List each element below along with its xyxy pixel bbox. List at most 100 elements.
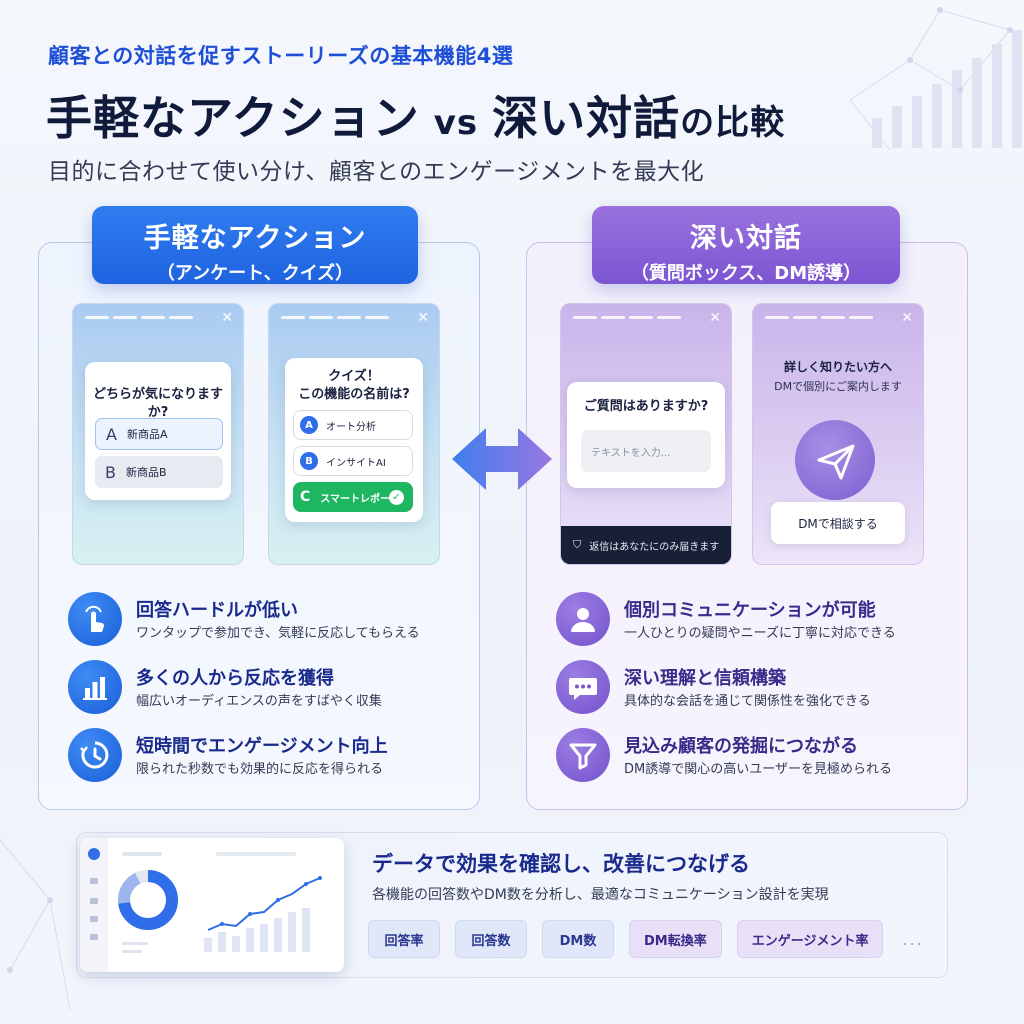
feature-title: 見込み顧客の発掘につながる <box>624 736 858 757</box>
person-icon <box>556 592 610 646</box>
feature-title: 個別コミュニケーションが可能 <box>624 600 876 621</box>
feature-many-responses: 多くの人から反応を獲得 幅広いオーディエンスの声をすばやく収集 <box>68 658 488 718</box>
poll-option-b[interactable]: B 新商品B <box>95 456 223 488</box>
quiz-card: クイズ！ この機能の名前は? A オート分析 B インサイトAI C スマートレ… <box>285 358 423 522</box>
right-title: 深い対話 <box>690 223 802 254</box>
feature-title: 深い理解と信頼構築 <box>624 668 786 689</box>
network-decoration-left <box>0 839 71 1011</box>
more-icon: ... <box>902 929 924 949</box>
left-subtitle: （アンケート、クイズ） <box>156 263 354 284</box>
privacy-notice-text: 返信はあなたにのみ届きます <box>589 541 720 553</box>
analytics-desc: 各機能の回答数やDM数を分析し、最適なコミュニケーション設計を実現 <box>372 887 829 903</box>
feature-deep-trust: 深い理解と信頼構築 具体的な会話を通じて関係性を強化できる <box>556 658 976 718</box>
question-box-prompt: ご質問はありますか? <box>583 399 709 414</box>
quiz-option-a[interactable]: A オート分析 <box>293 410 413 440</box>
feature-title: 多くの人から反応を獲得 <box>136 668 334 689</box>
close-icon[interactable]: ✕ <box>709 310 721 326</box>
quiz-option-label: インサイトAI <box>326 457 386 469</box>
feature-desc: 幅広いオーディエンスの声をすばやく収集 <box>136 694 382 709</box>
eyebrow-text: 顧客との対話を促すストーリーズの基本機能4選 <box>48 44 514 68</box>
poll-option-letter: B <box>105 462 116 482</box>
question-text-input[interactable]: テキストを入力... <box>581 430 711 472</box>
feature-desc: ワンタップで参加でき、気軽に反応してもらえる <box>136 626 420 641</box>
story-progress-bars <box>85 316 193 319</box>
close-icon[interactable]: ✕ <box>901 310 913 326</box>
right-subtitle: （質問ボックス、DM誘導） <box>630 263 862 284</box>
poll-option-label: 新商品A <box>126 428 168 441</box>
feature-title: 短時間でエンゲージメント向上 <box>136 736 388 757</box>
page-subtitle: 目的に合わせて使い分け、顧客とのエンゲージメントを最大化 <box>48 159 705 185</box>
clock-icon <box>68 728 122 782</box>
sidebar-icon <box>90 878 98 884</box>
quiz-story-preview: ✕ クイズ！ この機能の名前は? A オート分析 B インサイトAI C スマー… <box>268 303 440 565</box>
feature-desc: 限られた秒数でも効果的に反応を得られる <box>136 762 384 777</box>
feature-prospect-discovery: 見込み顧客の発掘につながる DM誘導で関心の高いユーザーを見極められる <box>556 726 976 786</box>
feature-desc: 具体的な会話を通じて関係性を強化できる <box>624 694 871 709</box>
poll-story-preview: ✕ どちらが気になりますか? A 新商品A B 新商品B <box>72 303 244 565</box>
question-box-story-preview: ✕ ご質問はありますか? テキストを入力... ⛉ 返信はあなたにのみ届きます <box>560 303 732 565</box>
sidebar-icon <box>90 934 98 940</box>
dm-story-preview: ✕ 詳しく知りたい方へ DMで個別にご案内します DMで相談する <box>752 303 924 565</box>
feature-desc: DM誘導で関心の高いユーザーを見極められる <box>624 762 892 777</box>
poll-option-a[interactable]: A 新商品A <box>95 418 223 450</box>
metric-chip-dm-count[interactable]: DM数 <box>542 920 614 958</box>
story-progress-bars <box>281 316 389 319</box>
poll-option-letter: A <box>106 424 117 444</box>
quiz-option-label: スマートレポート <box>320 493 400 505</box>
page-title: 手軽なアクション vs 深い対話の比較 <box>46 82 785 148</box>
headline-vs: vs <box>433 103 479 143</box>
dm-consult-button[interactable]: DMで相談する <box>771 502 905 544</box>
metric-chip-dm-conversion[interactable]: DM転換率 <box>629 920 722 958</box>
dashboard-illustration <box>80 838 344 972</box>
metric-chips: 回答率 回答数 DM数 DM転換率 エンゲージメント率 ... <box>368 920 924 958</box>
sidebar-icon <box>90 898 98 904</box>
metric-chip-engagement-rate[interactable]: エンゲージメント率 <box>736 920 884 958</box>
dm-heading: 詳しく知りたい方へ <box>783 360 892 374</box>
quiz-question-line1: クイズ！ <box>328 369 380 384</box>
quiz-question-line2: この機能の名前は? <box>298 387 410 402</box>
dm-subheading: DMで個別にご案内します <box>774 380 902 393</box>
story-progress-bars <box>573 316 681 319</box>
headline-part-b: 深い対話 <box>492 91 681 145</box>
left-title: 手軽なアクション <box>143 223 367 254</box>
analytics-title: データで効果を確認し、改善につなげる <box>372 852 750 876</box>
right-panel-title: 深い対話 （質問ボックス、DM誘導） <box>592 206 900 284</box>
feature-individual-communication: 個別コミュニケーションが可能 一人ひとりの疑問やニーズに丁寧に対応できる <box>556 590 976 650</box>
quiz-option-label: オート分析 <box>326 421 376 433</box>
bar-chart-icon <box>68 660 122 714</box>
close-icon[interactable]: ✕ <box>221 310 233 326</box>
funnel-icon <box>556 728 610 782</box>
sidebar-icon <box>90 916 98 922</box>
privacy-notice-bar: ⛉ 返信はあなたにのみ届きます <box>561 526 731 564</box>
chat-bubble-icon <box>556 660 610 714</box>
left-panel-title: 手軽なアクション （アンケート、クイズ） <box>92 206 418 284</box>
metric-chip-response-count[interactable]: 回答数 <box>455 920 527 958</box>
quiz-option-letter: B <box>300 452 318 470</box>
headline-part-a: 手軽なアクション <box>46 91 420 145</box>
quiz-option-letter: A <box>300 416 318 434</box>
headline-suffix: の比較 <box>680 103 786 143</box>
tap-hand-icon <box>68 592 122 646</box>
story-progress-bars <box>765 316 873 319</box>
question-box-card: ご質問はありますか? テキストを入力... <box>567 382 725 488</box>
feature-title: 回答ハードルが低い <box>136 600 298 621</box>
feature-short-time: 短時間でエンゲージメント向上 限られた秒数でも効果的に反応を得られる <box>68 726 488 786</box>
quiz-option-c-correct[interactable]: C スマートレポート ✓ <box>293 482 413 512</box>
poll-option-label: 新商品B <box>125 466 167 479</box>
send-icon <box>795 420 875 500</box>
poll-question: どちらが気になりますか? <box>92 387 223 420</box>
dashboard-charts <box>118 852 322 953</box>
quiz-option-letter: C <box>300 489 311 505</box>
metric-chip-response-rate[interactable]: 回答率 <box>368 920 440 958</box>
network-decoration <box>849 7 1022 151</box>
dashboard-sidebar <box>80 838 108 972</box>
shield-icon: ⛉ <box>573 538 582 551</box>
feature-desc: 一人ひとりの疑問やニーズに丁寧に対応できる <box>624 626 896 641</box>
feature-low-hurdle: 回答ハードルが低い ワンタップで参加でき、気軽に反応してもらえる <box>68 590 488 650</box>
poll-card: どちらが気になりますか? A 新商品A B 新商品B <box>85 362 231 500</box>
check-icon: ✓ <box>389 490 404 505</box>
double-arrow-icon <box>452 428 552 490</box>
quiz-option-b[interactable]: B インサイトAI <box>293 446 413 476</box>
close-icon[interactable]: ✕ <box>417 310 429 326</box>
dashboard-logo <box>88 848 100 860</box>
